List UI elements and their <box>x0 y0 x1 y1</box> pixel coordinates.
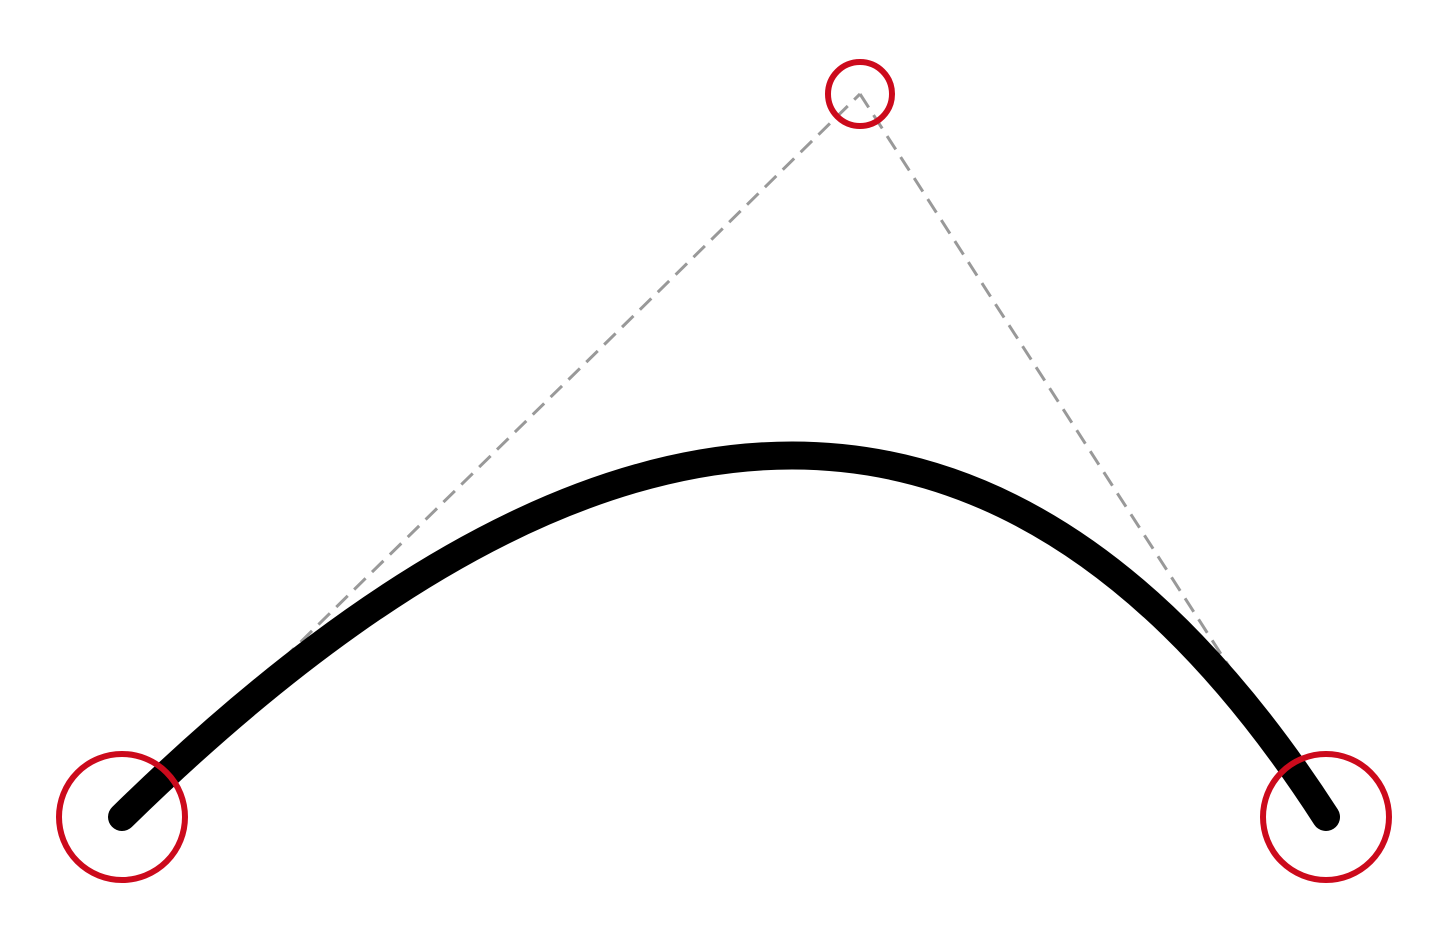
guide-line-end <box>858 93 1328 818</box>
end-handle-circle-icon[interactable] <box>1260 751 1392 883</box>
start-handle-circle-icon[interactable] <box>56 751 188 883</box>
guide-line-start <box>120 92 862 819</box>
bezier-curve[interactable] <box>108 441 1340 831</box>
control-handle-circle-icon[interactable] <box>825 59 895 129</box>
